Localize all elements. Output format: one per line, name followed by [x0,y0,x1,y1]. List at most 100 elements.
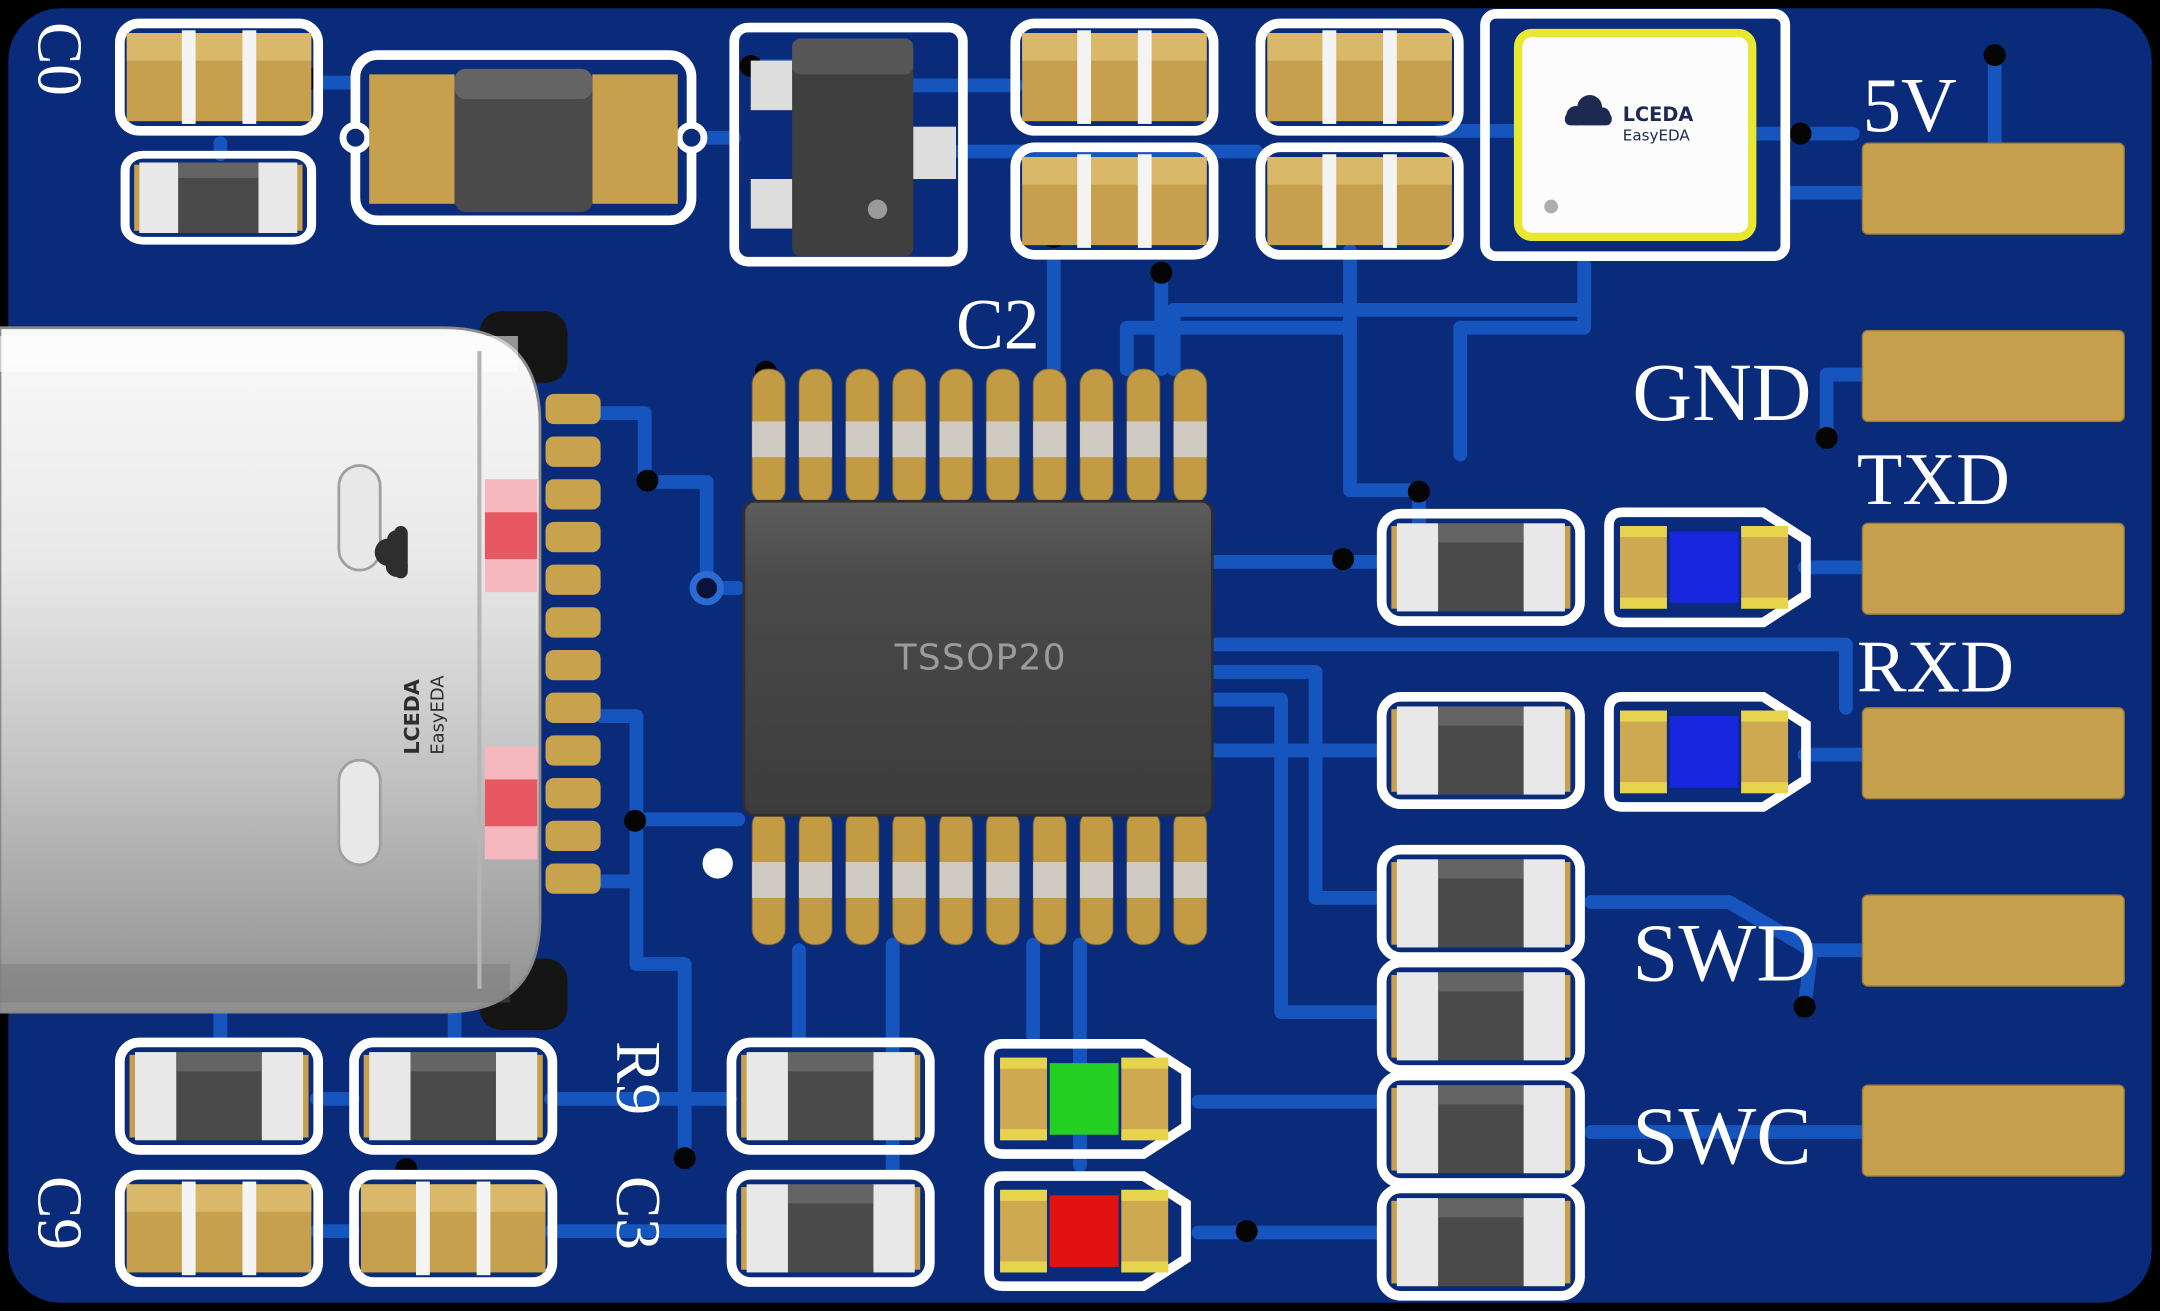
module-logo-product: EasyEDA [1623,126,1691,144]
silkscreen-notch [339,121,372,154]
led-green-chip [1049,1063,1119,1135]
resistor-swc-b [1382,1188,1580,1295]
chip-pin [1032,809,1067,946]
led-red-chip [1049,1195,1119,1267]
label-swc: SWC [1632,1090,1811,1182]
via-hole [1789,122,1812,145]
via-hole [1793,995,1816,1018]
edge-pad-swd [1861,894,2125,987]
pad [592,74,678,204]
resistor-swd-b [1382,963,1580,1070]
capacitor-top-a [1260,23,1458,130]
via-hole [1235,1220,1258,1243]
resistor-txd [1382,514,1580,621]
label-rxd: RXD [1857,626,2014,708]
chip-pin [845,368,880,505]
resistor-top-left [125,155,311,241]
via-hole [1407,480,1430,503]
usb-c-connector: LCEDA EasyEDA [0,311,601,1031]
chip-pin [751,368,786,505]
capacitor-top-b [1260,147,1458,254]
edge-pad-rxd [1861,707,2125,800]
chip-pin [985,809,1021,946]
label-c3: C3 [603,1176,673,1250]
diode-body [454,68,593,213]
usb-logo: LCEDA EasyEDA [374,526,449,755]
chip-pin [891,368,927,505]
cloud-icon [1564,112,1612,126]
label-c9: C9 [25,1176,95,1250]
ic-tssop20: TSSOP20 [742,368,1214,946]
edge-pad-txd [1861,522,2125,615]
chip-pin [751,809,786,946]
edge-pads [1861,142,2125,1177]
edge-pad-5v [1861,142,2125,235]
capacitor-bottom-left [354,1175,552,1282]
tented-via [689,570,724,606]
label-r9: R9 [603,1041,673,1115]
chip-label: TSSOP20 [894,637,1067,678]
label-gnd: GND [1632,346,1811,438]
lead [906,126,957,180]
resistor-swd-a [1382,850,1580,957]
usb-shell [0,326,542,1014]
resistor-rxd [1382,697,1580,804]
chip-pin [1126,368,1161,505]
led-rxd-chip [1669,716,1739,788]
transistor-sot23 [729,22,968,267]
module-logo-brand: LCEDA [1623,103,1694,126]
via-hole [1815,426,1838,449]
edge-pad-gnd [1861,329,2125,423]
chip-pin [845,809,880,946]
chip-pin [1172,368,1208,505]
resistor-swc-a [1382,1076,1580,1183]
pin1-dot [867,199,888,219]
label-c0: C0 [25,22,95,96]
chip-pin [1126,809,1161,946]
chip-pin [1032,368,1067,505]
via-hole [1332,548,1355,571]
diode-package [339,50,708,226]
chip-pin [1172,809,1208,946]
usb-latch-slot [337,758,382,867]
cloud-icon [393,526,408,579]
silkscreen-dot [702,848,733,879]
module-pin1-dot [1544,199,1559,214]
module-body [1513,28,1757,241]
usb-logo-product: EasyEDA [428,675,449,755]
chip-pin [798,368,833,505]
via-hole [1983,44,2006,67]
led-txd-chip [1669,531,1739,604]
capacitor-c0 [120,23,318,130]
chip-pin [891,809,927,946]
capacitor-c2-b [1015,147,1213,254]
capacitor-c9 [120,1175,318,1282]
label-swd: SWD [1632,907,1816,999]
lead [750,179,798,229]
chip-pin [798,809,833,946]
chip-pin [985,368,1021,505]
usb-pin-row [545,393,601,894]
via-hole [673,1147,696,1170]
via-hole [624,809,647,832]
ic-tssop20-body [742,499,1214,817]
chip-pin [1079,368,1114,505]
label-c2: C2 [956,285,1040,364]
via-hole [1150,261,1173,284]
resistor-r9 [731,1042,929,1149]
lead [750,60,798,111]
edge-pad-swc [1861,1084,2125,1177]
resistor-bottom-left-a [120,1042,318,1149]
via-hole [636,469,659,492]
crystal-module: LCEDA EasyEDA [1480,8,1791,261]
capacitor-c2-a [1015,23,1213,130]
resistor-bottom-left-b [354,1042,552,1149]
resistor-c3-row [731,1175,929,1282]
usb-latch-slot [337,464,382,572]
silkscreen-notch [675,121,708,154]
chip-pin [1079,809,1114,946]
label-txd: TXD [1857,439,2010,521]
module-logo: LCEDA EasyEDA [1564,95,1694,144]
usb-logo-brand: LCEDA [400,679,424,755]
